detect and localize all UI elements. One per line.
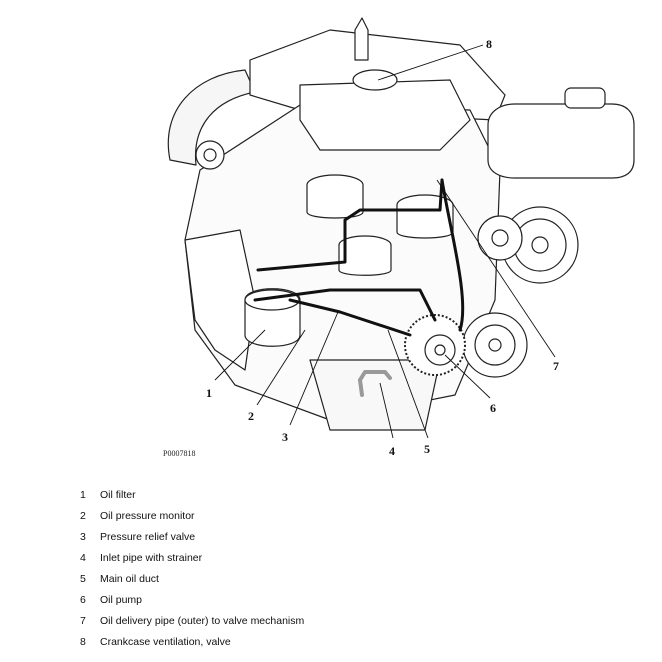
legend-number: 3 bbox=[80, 530, 86, 543]
figure-reference-code: P0007818 bbox=[163, 449, 196, 458]
legend-item: 6 Oil pump bbox=[80, 589, 304, 610]
oil-passages bbox=[253, 178, 465, 397]
legend-item: 1 Oil filter bbox=[80, 484, 304, 505]
callout-4: 4 bbox=[389, 444, 395, 458]
legend-number: 2 bbox=[80, 509, 86, 522]
engine-lubrication-diagram: 1 2 3 4 5 6 7 8 bbox=[167, 17, 635, 458]
legend-label: Crankcase ventilation, valve bbox=[100, 635, 231, 648]
legend-label: Oil delivery pipe (outer) to valve mecha… bbox=[100, 614, 305, 627]
legend-item: 7 Oil delivery pipe (outer) to valve mech… bbox=[80, 610, 304, 631]
legend-item: 2 Oil pressure monitor bbox=[80, 505, 304, 526]
callout-5: 5 bbox=[424, 442, 430, 456]
callout-6: 6 bbox=[490, 401, 496, 415]
legend-label: Inlet pipe with strainer bbox=[100, 551, 203, 564]
callout-2: 2 bbox=[248, 409, 254, 423]
legend-number: 7 bbox=[80, 614, 86, 627]
legend-item: 4 Inlet pipe with strainer bbox=[80, 547, 304, 568]
legend-number: 5 bbox=[80, 572, 86, 585]
callout-8: 8 bbox=[486, 37, 492, 51]
legend-number: 4 bbox=[80, 551, 86, 564]
legend-label: Oil filter bbox=[100, 488, 136, 501]
legend-label: Pressure relief valve bbox=[100, 530, 196, 543]
legend-item: 3 Pressure relief valve bbox=[80, 526, 304, 547]
engine-drawing bbox=[167, 17, 635, 431]
legend-number: 8 bbox=[80, 635, 86, 648]
legend-number: 1 bbox=[80, 488, 86, 501]
legend-label: Oil pump bbox=[100, 593, 143, 606]
legend-label: Oil pressure monitor bbox=[100, 509, 195, 522]
callout-3: 3 bbox=[282, 430, 288, 444]
legend-number: 6 bbox=[80, 593, 86, 606]
parts-legend: 1 Oil filter 2 Oil pressure monitor 3 Press… bbox=[80, 484, 304, 652]
leader-lines bbox=[214, 44, 556, 439]
legend-item: 8 Crankcase ventilation, valve bbox=[80, 631, 304, 652]
callout-1: 1 bbox=[206, 386, 212, 400]
callout-7: 7 bbox=[553, 359, 559, 373]
legend-item: 5 Main oil duct bbox=[80, 568, 304, 589]
legend-label: Main oil duct bbox=[100, 572, 159, 585]
